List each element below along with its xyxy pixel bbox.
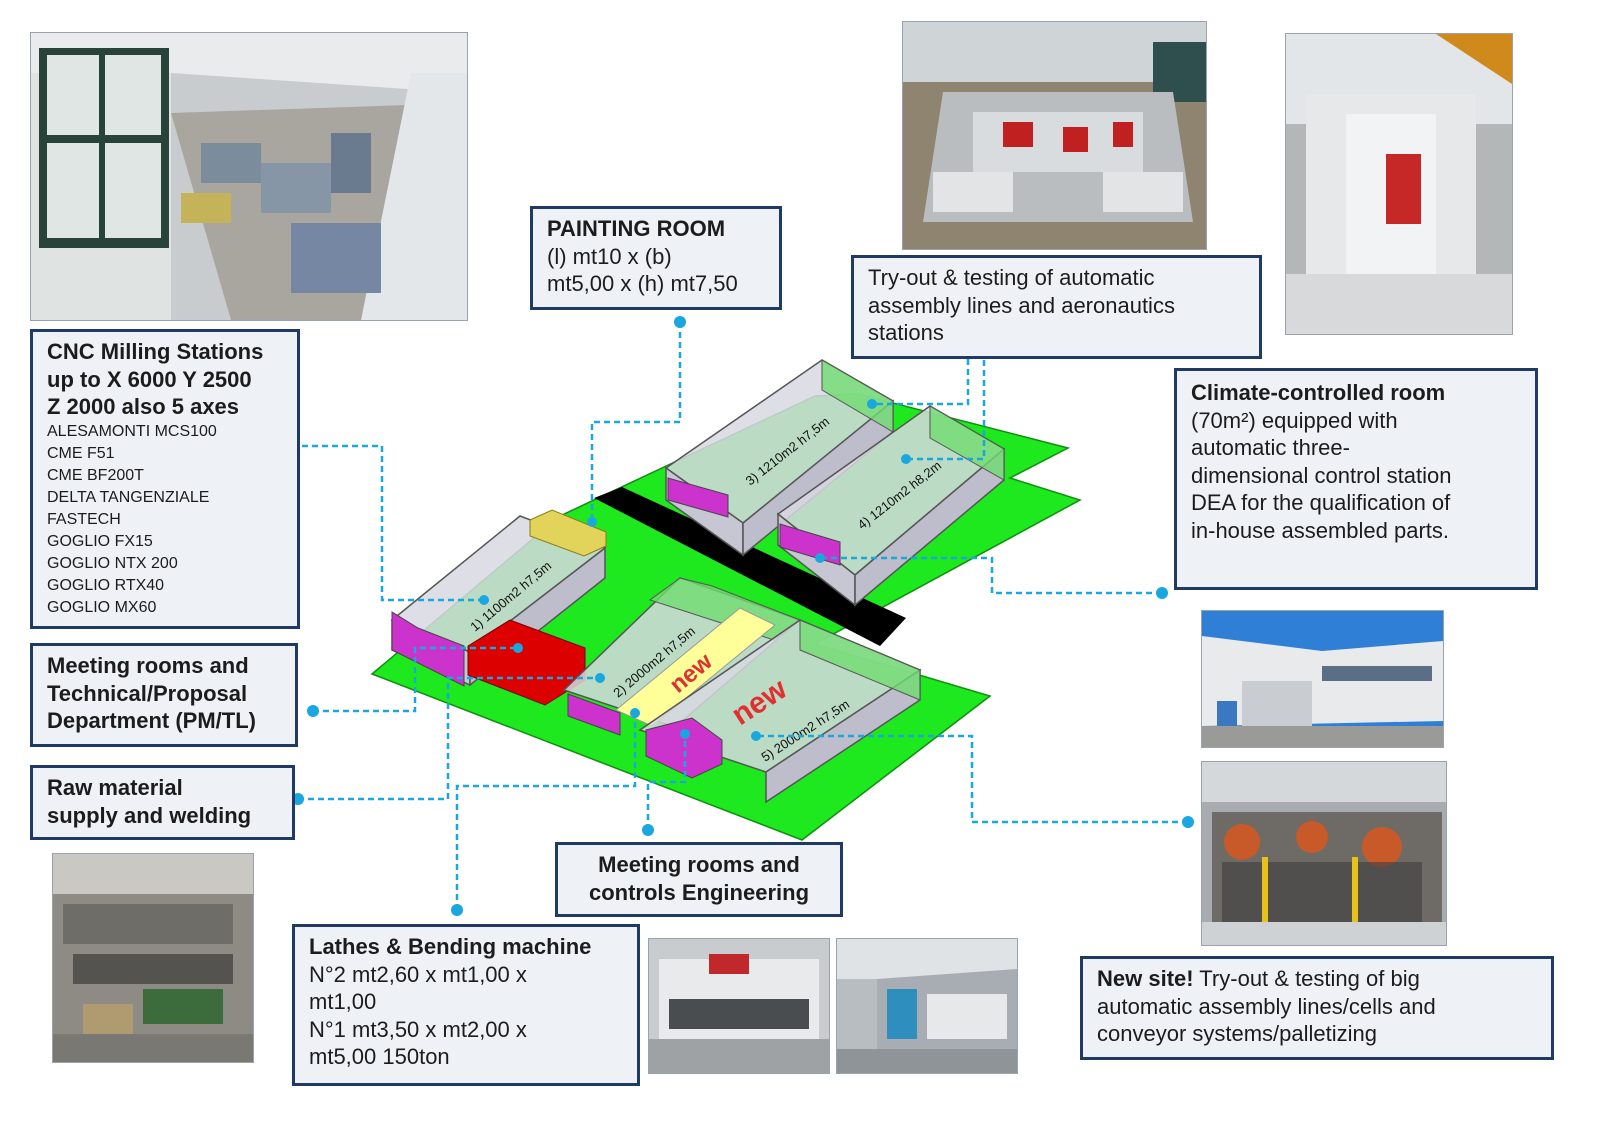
- meeting-technical-box: Meeting rooms and Technical/Proposal Dep…: [30, 643, 298, 747]
- meeting-technical-line: Department (PM/TL): [47, 708, 256, 733]
- climate-room-line: automatic three-: [1191, 435, 1350, 460]
- connector-climate: [820, 556, 1162, 595]
- climate-room-line: DEA for the qualification of: [1191, 490, 1451, 515]
- connector-dot: [751, 731, 761, 741]
- photo-raw-material-storage: [52, 853, 254, 1063]
- raw-material-line: Raw material: [47, 775, 183, 800]
- connector-painting: [590, 322, 682, 522]
- lathes-bending-title: Lathes & Bending machine: [309, 934, 592, 959]
- photo-workshop-overview: [30, 32, 468, 321]
- building-3: [664, 359, 895, 557]
- connector-lathes: [455, 713, 637, 910]
- tryout-box: Try-out & testing of automatic assembly …: [851, 255, 1262, 359]
- connector-dot: [674, 316, 686, 328]
- building-1: [390, 509, 607, 706]
- cnc-machine-item: FASTECH: [47, 510, 121, 528]
- cnc-title-line-1: CNC Milling Stations: [47, 339, 264, 364]
- meeting-controls-line: Meeting rooms and: [598, 852, 800, 877]
- climate-room-line: in-house assembled parts.: [1191, 517, 1450, 543]
- tryout-line-2: assembly lines and aeronautics: [868, 292, 1175, 318]
- connector-dot: [1182, 816, 1194, 828]
- connector-raw: [298, 676, 600, 801]
- connector-dot: [901, 454, 911, 464]
- painting-room-title: PAINTING ROOM: [547, 216, 726, 241]
- cnc-machine-item: ALESAMONTI MCS100: [47, 422, 217, 440]
- tryout-line-3: stations: [868, 320, 944, 345]
- cnc-title-line-2: up to X 6000 Y 2500: [47, 366, 252, 392]
- climate-room-line: dimensional control station: [1191, 462, 1452, 488]
- meeting-technical-line: Technical/Proposal: [47, 680, 248, 706]
- raw-material-line: supply and welding: [47, 802, 252, 828]
- connector-dot: [307, 705, 319, 717]
- photo-aeronautics-station: [1285, 33, 1513, 335]
- connector-dot: [513, 643, 523, 653]
- meeting-technical-line: Meeting rooms and: [47, 653, 249, 678]
- cnc-machine-item: GOGLIO RTX40: [47, 577, 165, 595]
- cnc-title-line-3: Z 2000 also 5 axes: [47, 394, 240, 419]
- road-strip: [594, 487, 906, 646]
- meeting-controls-box: Meeting rooms and controls Engineering: [555, 842, 843, 917]
- new-site-line-1: New site! Try-out & testing of big: [1097, 965, 1537, 993]
- connector-dot: [587, 517, 597, 527]
- painting-room-line-1: (l) mt10 x (b): [547, 243, 672, 269]
- connector-cnc: [302, 444, 484, 602]
- new-site-line-1-rest: Try-out & testing of big: [1193, 966, 1420, 991]
- connector-dot: [595, 673, 605, 683]
- tryout-line-1: Try-out & testing of automatic: [868, 265, 1155, 290]
- photo-new-site-building: [1201, 610, 1444, 748]
- cnc-machine-item: GOGLIO MX60: [47, 599, 157, 617]
- climate-room-box: Climate-controlled room (70m²) equipped …: [1174, 368, 1538, 590]
- photo-laser-lathe: [836, 938, 1018, 1074]
- connector-tryout-b4: [906, 344, 1060, 461]
- lathes-bending-line: mt5,00 150ton: [309, 1044, 450, 1069]
- cnc-machine-item: CME BF200T: [47, 466, 144, 484]
- building-2: [562, 577, 802, 736]
- new-site-highlight: New site!: [1097, 966, 1194, 991]
- new-site-line: conveyor systems/palletizing: [1097, 1021, 1378, 1046]
- connector-dot: [630, 708, 640, 718]
- raw-material-box: Raw material supply and welding: [30, 765, 295, 840]
- new-site-line: automatic assembly lines/cells and: [1097, 993, 1436, 1019]
- connector-newsite: [756, 734, 1188, 824]
- connector-dot: [867, 399, 877, 409]
- connector-dot: [479, 595, 489, 605]
- connector-dot: [642, 824, 654, 836]
- connector-dot: [680, 729, 690, 739]
- connector-dot: [292, 793, 304, 805]
- lathes-bending-line: N°2 mt2,60 x mt1,00 x: [309, 961, 527, 987]
- lathes-bending-box: Lathes & Bending machine N°2 mt2,60 x mt…: [292, 924, 640, 1086]
- cnc-machine-item: CME F51: [47, 444, 115, 462]
- cnc-milling-box: CNC Milling Stations up to X 6000 Y 2500…: [30, 329, 300, 629]
- meeting-controls-line: controls Engineering: [588, 879, 810, 905]
- connector-dot: [1156, 587, 1168, 599]
- lathes-bending-line: mt1,00: [309, 989, 377, 1014]
- photo-robotic-cells: [1201, 761, 1447, 946]
- connector-dot: [815, 553, 825, 563]
- connector-dot: [451, 904, 463, 916]
- cnc-machine-list: ALESAMONTI MCS100 CME F51 CME BF200T DEL…: [47, 421, 283, 620]
- climate-room-title: Climate-controlled room: [1191, 380, 1446, 405]
- photo-bending-machine: [648, 938, 830, 1074]
- lathes-bending-line: N°1 mt3,50 x mt2,00 x: [309, 1016, 527, 1042]
- photo-assembly-line-tryout: [902, 21, 1207, 250]
- new-site-box: New site! Try-out & testing of big autom…: [1080, 956, 1554, 1060]
- painting-room-line-2: mt5,00 x (h) mt7,50: [547, 271, 738, 296]
- climate-room-line: (70m²) equipped with: [1191, 407, 1398, 433]
- cnc-machine-item: GOGLIO NTX 200: [47, 554, 178, 572]
- connector-meeting-ctrl: [646, 734, 687, 830]
- cnc-machine-item: GOGLIO FX15: [47, 532, 153, 550]
- cnc-machine-item: DELTA TANGENZIALE: [47, 488, 210, 506]
- connector-meeting-tech: [313, 646, 518, 713]
- painting-room-box: PAINTING ROOM (l) mt10 x (b) mt5,00 x (h…: [530, 206, 782, 310]
